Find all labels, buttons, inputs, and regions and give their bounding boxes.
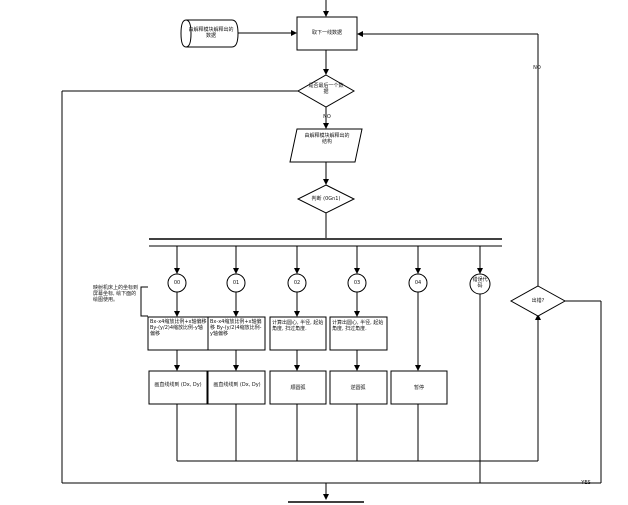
case-code-04: 04 (414, 280, 422, 286)
step2-text-03: 逆圆弧 (350, 385, 366, 391)
case-code-02: 02 (293, 280, 301, 286)
step2-text-00: 画直线线到 (Dx, Dy) (154, 382, 202, 388)
step2-text-01: 画直线线到 (Dx, Dy) (213, 382, 261, 388)
step1-text-03: 计算出圆心, 半径, 起始角度, 扫过角度. (332, 320, 384, 332)
step2-text-04: 暂停 (413, 385, 424, 391)
step2-box-03 (329, 370, 388, 405)
step1-box-01 (207, 316, 266, 351)
step1-box-02 (269, 316, 327, 351)
case-code-03: 03 (353, 280, 361, 286)
annotation-text: 映射机床上的坐标到屏幕坐标, 绘下面的绘图使用。 (93, 285, 139, 303)
result-label: 由解释模块解释出的结构 (304, 133, 350, 145)
input-data-label: 由解释模块解释出的数据 (188, 27, 234, 39)
step2-text-02: 顺圆弧 (290, 385, 306, 391)
case-code-error: 错误代码 (472, 277, 488, 289)
error-diamond (509, 285, 567, 317)
no-label-2: NO (533, 65, 541, 71)
step2-box-01 (207, 370, 266, 405)
is-error-label: 出错? (531, 298, 545, 304)
input-data-curve (185, 19, 192, 48)
step2-box-04 (390, 370, 448, 405)
step1-box-03 (329, 316, 388, 351)
step1-text-02: 计算出圆心, 半径, 起始角度, 扫过角度. (272, 320, 324, 332)
step1-text-00: Bx-x4缩放比例+x轴偏移 By-(y/2)4缩放比例-y轴偏移 (150, 319, 207, 337)
no-label-1: NO (323, 114, 331, 120)
input-data-shape (180, 19, 239, 48)
step2-box-02 (269, 370, 327, 405)
yes-label: YES (581, 480, 591, 486)
step1-text-01: Bx-x4缩放比例+x轴偏移 By-(y/2)4缩放比例-y轴偏移 (210, 319, 262, 337)
annotation-bracket (140, 286, 148, 317)
take-next-label: 取下一线数据 (311, 30, 342, 36)
is-last-label: 是否最后一个数据 (308, 83, 344, 95)
case-code-00: 00 (173, 280, 181, 286)
decision-label: 判断 (0Gn1) (311, 196, 341, 202)
step2-box-00 (148, 370, 208, 405)
take-next-box (296, 16, 358, 51)
result-parallelogram (289, 128, 363, 163)
case-code-01: 01 (232, 280, 240, 286)
